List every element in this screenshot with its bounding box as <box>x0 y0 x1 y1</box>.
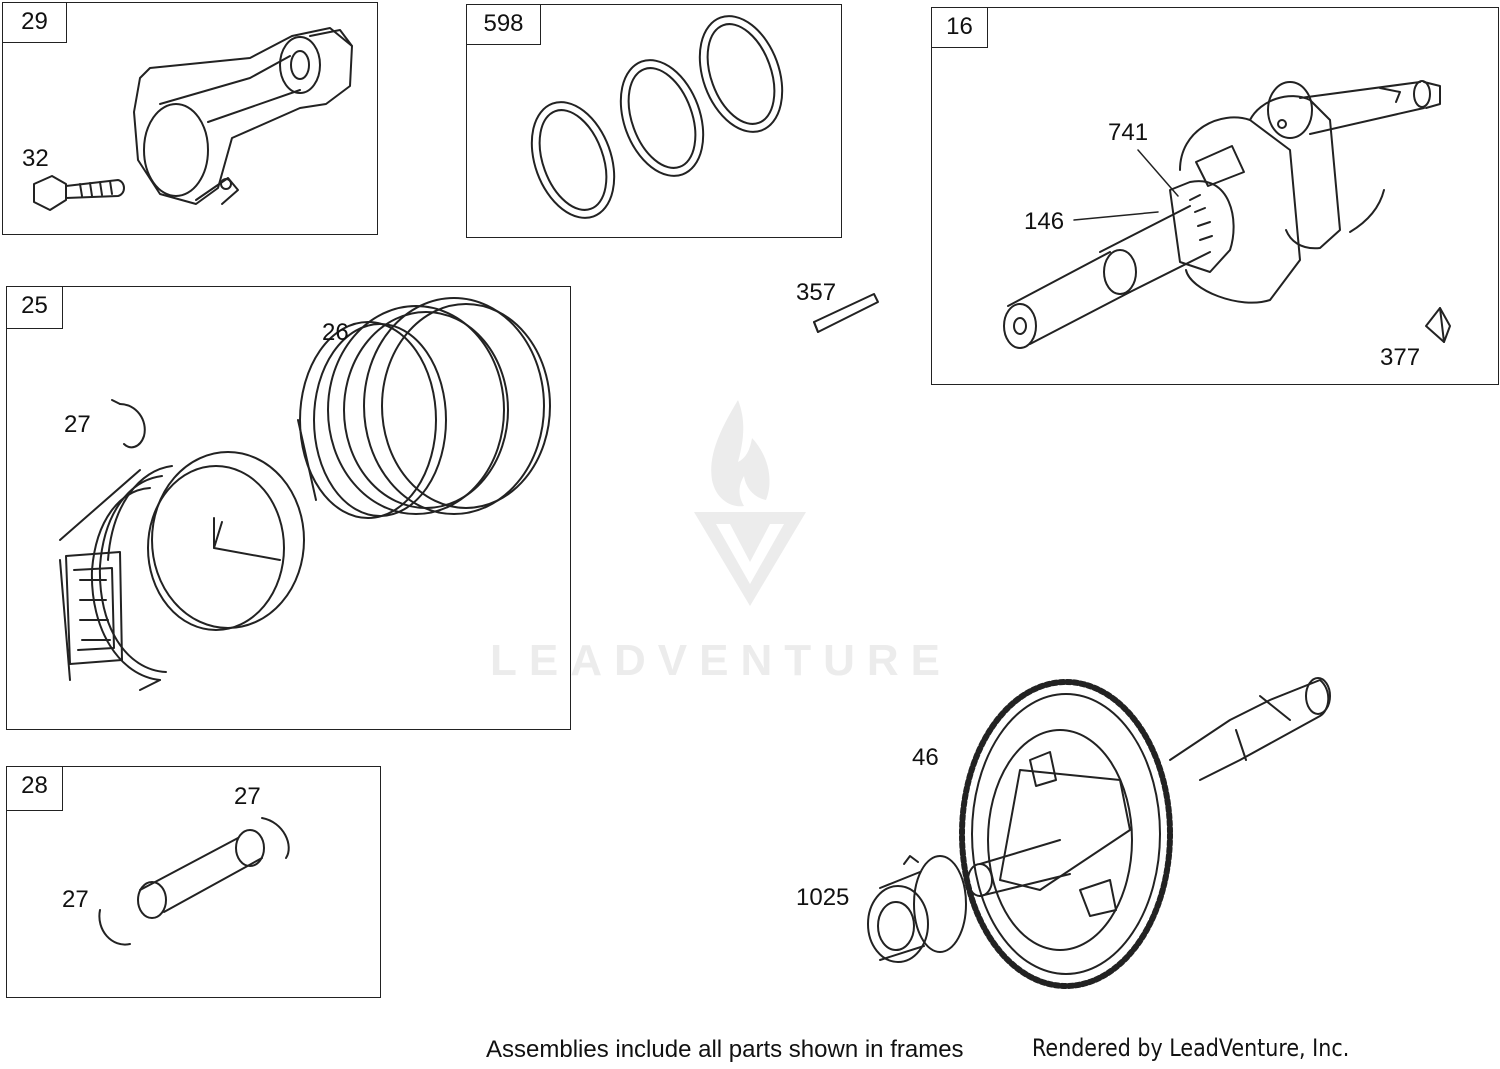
frame-tag-25: 25 <box>7 287 63 329</box>
frame-tag-598: 598 <box>467 5 541 45</box>
callout-146: 146 <box>1024 208 1065 235</box>
callout-357: 357 <box>796 279 837 306</box>
watermark-text: LEADVENTURE <box>490 636 953 685</box>
frame-29: 29 <box>2 2 378 235</box>
crankshaft-drawing <box>1003 80 1441 349</box>
frame-598: 598 <box>466 4 842 238</box>
shims-drawing <box>530 15 784 219</box>
footer-credit: Rendered by LeadVenture, Inc. <box>1032 1034 1350 1062</box>
spacer-1025-drawing <box>867 855 967 963</box>
callout-1025: 1025 <box>796 884 850 911</box>
callout-27-piston: 27 <box>64 411 91 438</box>
frame-tag-29: 29 <box>3 3 67 43</box>
leader-lines <box>1073 149 1179 221</box>
piston-drawing <box>59 451 305 691</box>
callout-27-pin-bottom: 27 <box>62 886 89 913</box>
callout-27-pin-top: 27 <box>234 783 261 810</box>
callout-26: 26 <box>322 319 349 346</box>
connecting-rod-drawing <box>133 27 353 205</box>
frame-28: 28 <box>6 766 381 998</box>
frame-tag-16: 16 <box>932 8 988 48</box>
key-357-drawing <box>813 293 879 333</box>
frame-25: 25 <box>6 286 571 730</box>
camshaft-gear-drawing <box>959 677 1331 989</box>
piston-rings-26-drawing <box>297 297 551 519</box>
frame-16: 16 <box>931 7 1499 385</box>
callout-32: 32 <box>22 145 49 172</box>
footer-note: Assemblies include all parts shown in fr… <box>486 1036 964 1063</box>
retaining-clip-27-drawing <box>111 399 146 449</box>
frame-tag-28: 28 <box>7 767 63 811</box>
bolt-32-drawing <box>33 175 125 211</box>
retaining-clip-27-drawing <box>98 817 290 946</box>
key-377-drawing <box>1425 307 1451 343</box>
callout-377: 377 <box>1380 344 1421 371</box>
callout-741: 741 <box>1108 119 1149 146</box>
callout-46: 46 <box>912 744 939 771</box>
wrist-pin-drawing <box>137 829 265 919</box>
